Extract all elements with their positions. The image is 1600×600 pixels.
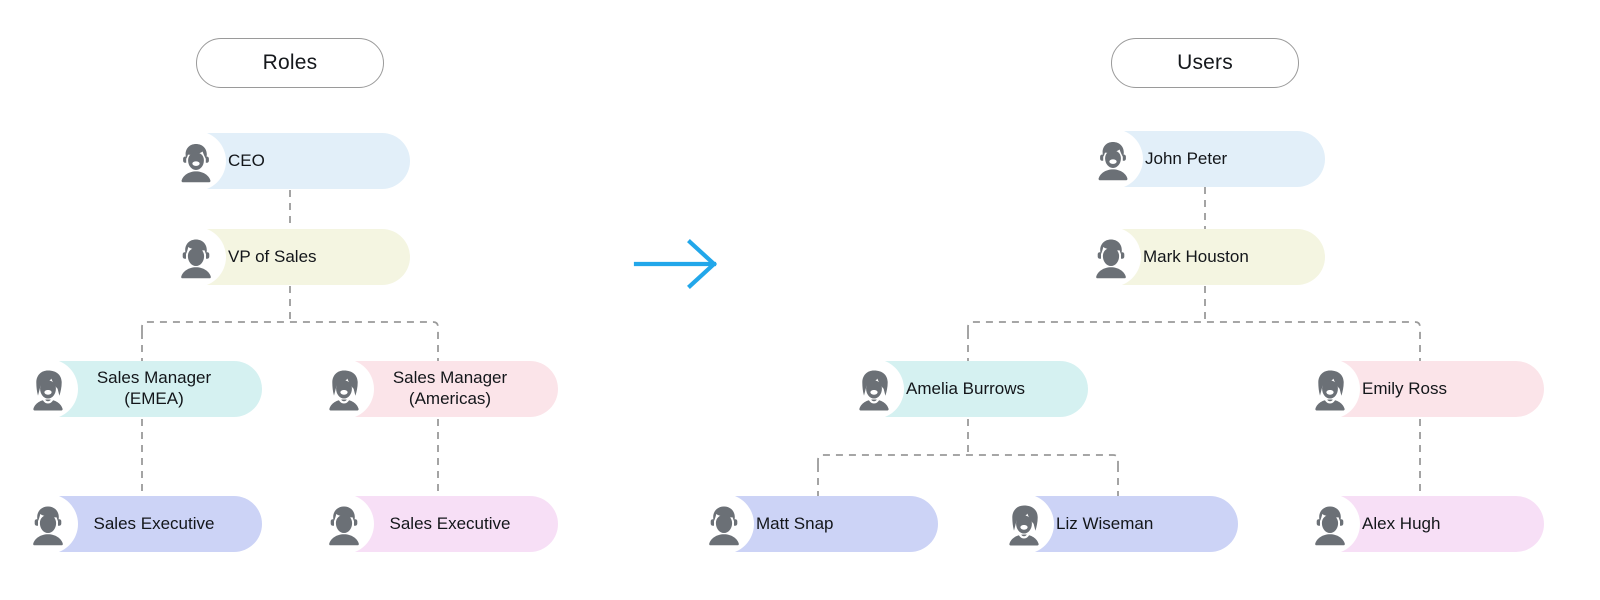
node-vp-of-sales[interactable]: VP of Sales	[166, 227, 410, 287]
avatar-man-icon	[166, 227, 226, 287]
avatar-man-icon	[1081, 227, 1141, 287]
node-liz-wiseman-label: Liz Wiseman	[1056, 513, 1154, 533]
node-matt-snap[interactable]: Matt Snap	[694, 494, 938, 554]
node-emily-ross[interactable]: Emily Ross	[1300, 359, 1544, 419]
node-amelia-burrows-label: Amelia Burrows	[906, 378, 1026, 398]
avatar-man-beard-icon	[1083, 129, 1143, 189]
avatar-man-icon	[314, 494, 374, 554]
node-amelia-burrows[interactable]: Amelia Burrows	[844, 359, 1088, 419]
node-sales-manager-emea[interactable]: Sales Manager (EMEA)	[18, 359, 262, 419]
node-sales-manager-americas[interactable]: Sales Manager (Americas)	[314, 359, 558, 419]
edge-vp-split	[141, 321, 439, 332]
node-sales-executive-americas[interactable]: Sales Executive	[314, 494, 558, 554]
panel-header-roles[interactable]: Roles	[196, 38, 384, 88]
avatar-man-beard-icon	[166, 131, 226, 191]
node-john-peter-label: John Peter	[1145, 148, 1228, 168]
edge-mark-split	[967, 321, 1421, 332]
avatar-woman-icon	[1300, 359, 1360, 419]
avatar-woman-icon	[844, 359, 904, 419]
node-mark-houston[interactable]: Mark Houston	[1081, 227, 1325, 287]
node-liz-wiseman[interactable]: Liz Wiseman	[994, 494, 1238, 554]
avatar-man-icon	[694, 494, 754, 554]
node-sales-executive-emea-label: Sales Executive	[93, 513, 215, 533]
node-ceo-label: CEO	[228, 150, 265, 170]
node-matt-snap-label: Matt Snap	[756, 513, 834, 533]
avatar-woman-icon	[994, 494, 1054, 554]
node-emily-ross-label: Emily Ross	[1362, 378, 1448, 398]
node-sales-manager-americas-label: Sales Manager (Americas)	[392, 368, 508, 408]
node-alex-hugh[interactable]: Alex Hugh	[1300, 494, 1544, 554]
node-sales-manager-emea-label: Sales Manager (EMEA)	[96, 368, 212, 408]
avatar-man-icon	[18, 494, 78, 554]
node-alex-hugh-label: Alex Hugh	[1362, 513, 1441, 533]
node-vp-of-sales-label: VP of Sales	[228, 246, 317, 266]
node-mark-houston-label: Mark Houston	[1143, 246, 1249, 266]
avatar-man-icon	[1300, 494, 1360, 554]
panel-header-roles-label: Roles	[262, 51, 318, 74]
node-ceo[interactable]: CEO	[166, 131, 410, 191]
edge-amelia-split	[817, 454, 1119, 465]
panel-header-users[interactable]: Users	[1111, 38, 1299, 88]
panel-header-users-label: Users	[1177, 51, 1233, 74]
node-sales-executive-americas-label: Sales Executive	[389, 513, 511, 533]
node-john-peter[interactable]: John Peter	[1083, 129, 1325, 189]
arrow-right-icon	[633, 239, 718, 289]
avatar-woman-icon	[314, 359, 374, 419]
avatar-woman-icon	[18, 359, 78, 419]
node-sales-executive-emea[interactable]: Sales Executive	[18, 494, 262, 554]
